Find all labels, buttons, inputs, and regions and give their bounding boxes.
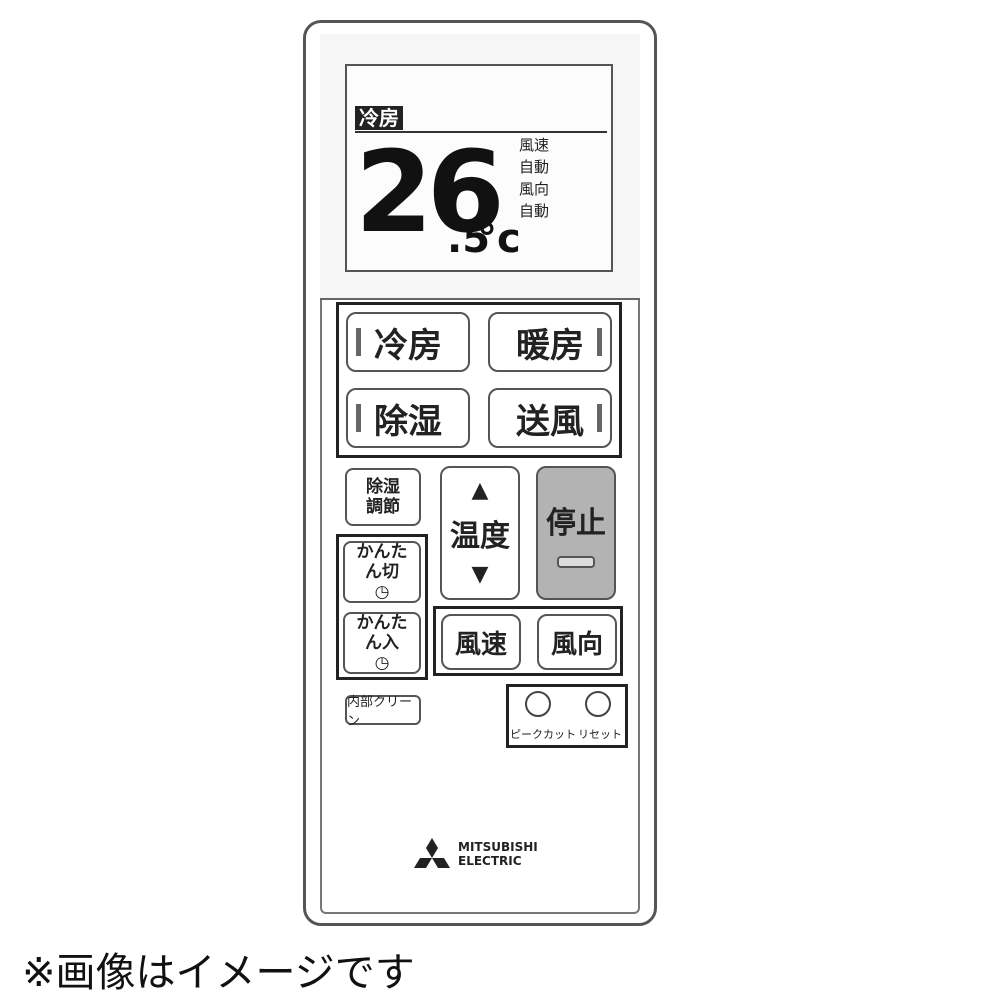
lcd-dir-value: 自動 bbox=[519, 202, 550, 220]
lcd-screen: 冷房 26 .5 °c 風速 自動 風向 自動 bbox=[345, 64, 613, 272]
lcd-mode: 冷房 bbox=[355, 106, 403, 130]
dry-button[interactable]: 除湿 bbox=[346, 388, 470, 448]
dry-label: 除湿 bbox=[374, 401, 442, 442]
peak-cut-label: ピークカット bbox=[510, 728, 576, 741]
cool-button[interactable]: 冷房 bbox=[346, 312, 470, 372]
timer-button-group bbox=[336, 534, 428, 680]
brand-line2: ELECTRIC bbox=[458, 854, 522, 868]
easy-on-timer-button[interactable]: かんたん入 ◷ bbox=[343, 612, 421, 674]
lcd-temperature-unit: °c bbox=[477, 216, 521, 262]
lcd-fan-label: 風速 bbox=[519, 136, 550, 154]
lcd-dir-label: 風向 bbox=[519, 180, 550, 198]
temperature-down-icon[interactable]: ▼ bbox=[471, 562, 489, 587]
clock-icon: ◷ bbox=[374, 582, 390, 602]
temperature-up-icon[interactable]: ▲ bbox=[471, 478, 489, 503]
fan-speed-button[interactable]: 風速 bbox=[441, 614, 521, 670]
easy-on-label: かんたん入 bbox=[356, 613, 408, 653]
reset-button[interactable] bbox=[585, 691, 611, 717]
fan-mode-button[interactable]: 送風 bbox=[488, 388, 612, 448]
fan-mode-label: 送風 bbox=[516, 401, 584, 442]
easy-off-label: かんたん切 bbox=[356, 542, 408, 582]
image-caption: ※画像はイメージです bbox=[22, 950, 415, 996]
dehumid-adjust-button[interactable]: 除湿調節 bbox=[345, 468, 421, 526]
cool-label: 冷房 bbox=[374, 325, 442, 366]
stop-indicator-icon bbox=[557, 556, 595, 568]
dry-indicator-icon bbox=[356, 404, 361, 432]
pin-button-group bbox=[506, 684, 628, 748]
stop-button[interactable]: 停止 bbox=[536, 466, 616, 600]
airflow-button-group bbox=[433, 606, 623, 676]
lcd-temperature-decimal: .5 bbox=[447, 216, 491, 262]
mode-button-group bbox=[336, 302, 622, 458]
heat-label: 暖房 bbox=[516, 325, 584, 366]
internal-clean-button[interactable]: 内部クリーン bbox=[345, 695, 421, 729]
cool-indicator-icon bbox=[356, 328, 361, 356]
lcd-fan-value: 自動 bbox=[519, 158, 550, 176]
lcd-divider bbox=[355, 131, 607, 133]
fan-direction-button[interactable]: 風向 bbox=[537, 614, 617, 670]
brand-line1: MITSUBISHI bbox=[458, 840, 538, 854]
peak-cut-button[interactable] bbox=[525, 691, 551, 717]
easy-off-timer-button[interactable]: かんたん切 ◷ bbox=[343, 541, 421, 603]
mitsubishi-logo-icon bbox=[414, 838, 450, 868]
fan-mode-indicator-icon bbox=[597, 404, 602, 432]
heat-button[interactable]: 暖房 bbox=[488, 312, 612, 372]
clock-icon: ◷ bbox=[374, 653, 390, 673]
heat-indicator-icon bbox=[597, 328, 602, 356]
stop-label: 停止 bbox=[546, 506, 606, 541]
lcd-temperature: 26 bbox=[355, 128, 505, 258]
brand-name: MITSUBISHI ELECTRIC bbox=[458, 840, 538, 868]
lcd-status: 風速 自動 風向 自動 bbox=[519, 134, 549, 222]
temperature-label: 温度 bbox=[450, 519, 510, 554]
reset-label: リセット bbox=[578, 728, 622, 741]
temperature-button[interactable]: ▲ 温度 ▼ bbox=[440, 466, 520, 600]
